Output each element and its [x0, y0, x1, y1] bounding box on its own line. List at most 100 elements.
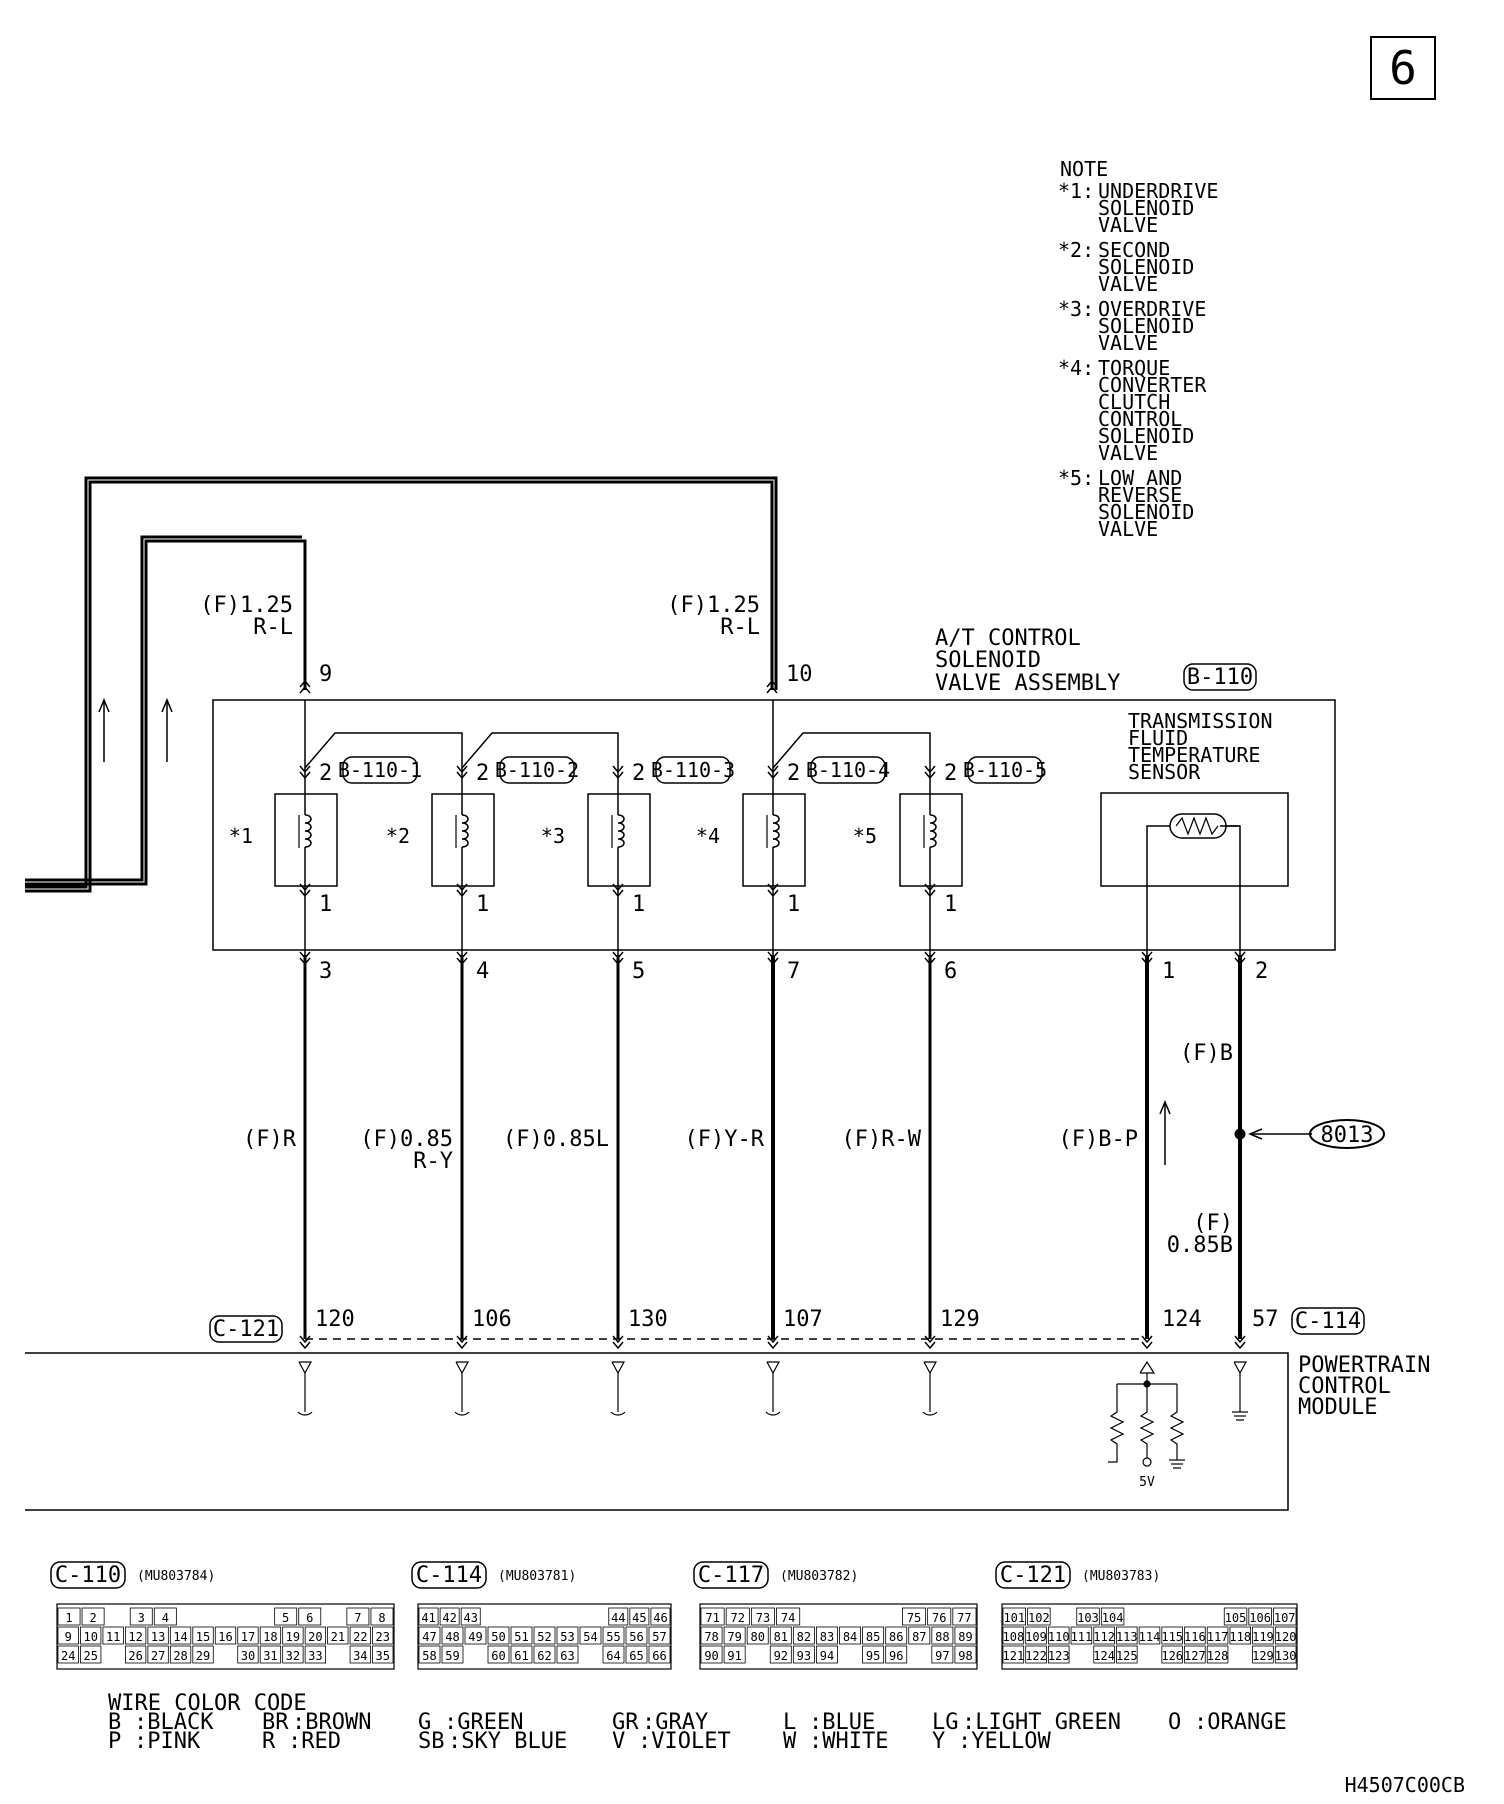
connector-pin-icon	[612, 771, 624, 780]
wire-color-name: :BLUE	[809, 1710, 875, 1735]
connector-pin-cell	[1116, 1626, 1138, 1645]
pcm-input-icon	[611, 1361, 626, 1375]
harness-wire-label: (F)R-W	[842, 1127, 922, 1152]
wire-color-abbr: Y	[932, 1729, 945, 1754]
connector-pin: 124	[1093, 1649, 1115, 1663]
connector-pin-cell	[629, 1607, 650, 1626]
sensor-wire-label: (F)B	[1180, 1041, 1233, 1066]
connector-pin: 17	[241, 1630, 255, 1644]
connector-pin-icon	[924, 771, 936, 780]
connector-pin: 91	[727, 1649, 741, 1663]
connector-pin-icon	[456, 889, 468, 898]
connector-pin-cell	[125, 1626, 147, 1645]
connector-pin-cell	[57, 1607, 81, 1626]
connector-pin-cell	[862, 1626, 885, 1645]
solenoid-connector-tag-box	[342, 756, 418, 784]
connector-pin-cell	[274, 1607, 298, 1626]
connector-pin: 49	[468, 1630, 482, 1644]
connector-pin: 59	[445, 1649, 459, 1663]
solenoid-connector-tag: B-110-4	[806, 758, 890, 782]
connector-pin-cell	[1223, 1607, 1248, 1626]
note-mark: *3:	[1058, 297, 1094, 321]
connector-pin-cell	[370, 1607, 394, 1626]
solenoid-box	[587, 793, 651, 887]
solenoid-box	[431, 793, 495, 887]
connector-pin: 26	[128, 1649, 142, 1663]
connector-pin-icon	[299, 1341, 311, 1350]
pcm-pin: 129	[940, 1307, 980, 1332]
connector-pin-cell	[648, 1626, 671, 1645]
note-mark: *2:	[1058, 238, 1094, 262]
connector-pin-cell	[908, 1626, 931, 1645]
connector-pin-icon	[299, 883, 311, 892]
connector-pin: 43	[463, 1611, 477, 1625]
wire-color-code-title: WIRE COLOR CODE	[108, 1691, 307, 1716]
connector-pin-cell	[839, 1626, 861, 1645]
connector-pin-cell	[1229, 1626, 1252, 1645]
connector-pin-icon	[924, 1341, 936, 1350]
pcm-pin: 120	[315, 1307, 355, 1332]
supply-wire-path-9	[25, 535, 307, 886]
coil-icon	[461, 814, 469, 848]
connector-pin-cell	[372, 1626, 394, 1645]
solenoid-box	[274, 793, 338, 887]
note-line: CONTROL	[1098, 407, 1182, 431]
connector-id-tag-box	[995, 1561, 1071, 1589]
diagram-code: H4507C00CB	[1345, 1773, 1465, 1797]
connector-pin-cell	[349, 1626, 371, 1645]
connector-pin-cell	[487, 1626, 510, 1645]
pcm-title: MODULE	[1298, 1395, 1377, 1420]
connector-pin-cell	[1070, 1626, 1093, 1645]
connector-pin: 42	[442, 1611, 456, 1625]
connector-id-tag-box	[411, 1561, 487, 1589]
pcm-title: CONTROL	[1298, 1374, 1391, 1399]
pcm-input-icon	[454, 1411, 470, 1416]
sensor-title: SENSOR	[1128, 760, 1201, 784]
connector-pin: 20	[308, 1630, 322, 1644]
solenoid-bottom-pin: 1	[632, 892, 645, 917]
connector-pin: 21	[331, 1630, 345, 1644]
connector-pin: 1	[65, 1611, 72, 1625]
connector-pin-cell	[1100, 1607, 1125, 1626]
connector-pin-cell	[816, 1645, 838, 1664]
solenoid-connector-tag-box	[655, 756, 731, 784]
connector-pin: 126	[1161, 1649, 1183, 1663]
branch-wire	[461, 732, 619, 780]
current-flow-arrow	[98, 698, 1171, 1165]
connector-pin: 25	[83, 1649, 97, 1663]
wire-color-abbr: L	[783, 1710, 796, 1735]
connector-pin: 78	[704, 1630, 718, 1644]
connector-pin-icon	[767, 1341, 779, 1350]
connector-pin-cell	[885, 1626, 908, 1645]
harness-pin: 5	[632, 959, 645, 984]
solenoid-bottom-pin: 1	[944, 892, 957, 917]
harness-wire-label: (F)R	[243, 1127, 297, 1152]
sensor-wire-label: (F)B-P	[1059, 1127, 1138, 1152]
solenoid-box	[742, 793, 806, 887]
sensor-title: TRANSMISSION	[1128, 709, 1273, 733]
harness-pin: 7	[787, 959, 800, 984]
connector-pin: 13	[151, 1630, 165, 1644]
connector-pin-cell	[192, 1645, 214, 1664]
pcm-input-icon	[922, 1411, 938, 1416]
connector-pin: 83	[820, 1630, 834, 1644]
note-line: UNDERDRIVE	[1098, 179, 1218, 203]
supply-wire-spec: (F)1.25	[200, 593, 293, 618]
connector-pin-cell	[723, 1645, 746, 1664]
connector-pin-cell	[282, 1645, 304, 1664]
connector-pin: 16	[218, 1630, 232, 1644]
connector-pin: 9	[65, 1630, 72, 1644]
supply-wire-spec: (F)1.25	[667, 593, 760, 618]
connector-pin-icon	[299, 957, 311, 966]
connector-pin-cell	[418, 1607, 439, 1626]
connector-pin: 66	[652, 1649, 666, 1663]
connector-pin-cell	[81, 1607, 105, 1626]
connector-pin: 29	[196, 1649, 210, 1663]
connector-pin: 52	[537, 1630, 551, 1644]
connector-pin-icon	[456, 957, 468, 966]
solenoid-valve-assembly-box	[212, 699, 1336, 951]
harness-pin: 3	[319, 959, 332, 984]
connector-outline	[699, 1603, 978, 1670]
solenoid-mark: *1	[229, 824, 253, 848]
solenoid-top-pin: 2	[787, 761, 800, 786]
